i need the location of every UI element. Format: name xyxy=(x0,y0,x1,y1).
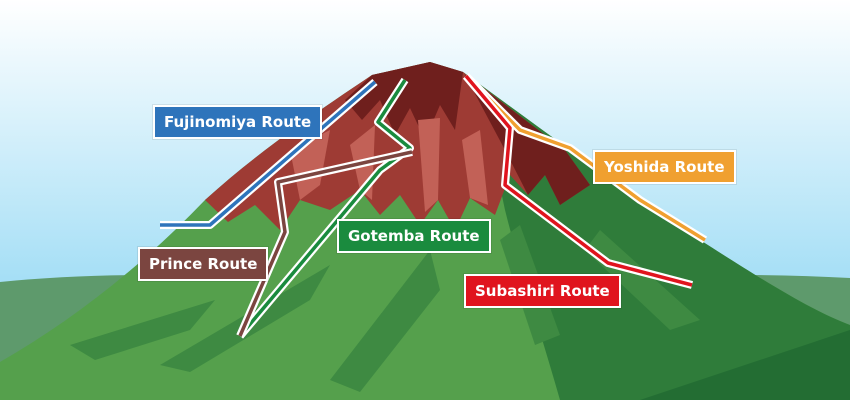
ridge-streak xyxy=(330,250,440,392)
yoshida-trail xyxy=(464,74,706,242)
gotemba-trail xyxy=(238,79,412,338)
summit-highlight xyxy=(462,130,488,205)
gotemba-route-label: Gotemba Route xyxy=(337,219,491,253)
ridge-streak xyxy=(585,230,700,330)
prince-trail xyxy=(238,150,413,337)
summit-highlight xyxy=(418,118,440,212)
subashiri-route-label: Subashiri Route xyxy=(464,274,621,308)
ridge-streak xyxy=(70,300,215,360)
fujinomiya-route-label: Fujinomiya Route xyxy=(153,105,323,139)
yoshida-route-label: Yoshida Route xyxy=(593,150,736,184)
prince-route-label: Prince Route xyxy=(138,247,269,281)
subashiri-trail xyxy=(464,74,693,287)
mountain-shadow-deep xyxy=(640,330,850,400)
